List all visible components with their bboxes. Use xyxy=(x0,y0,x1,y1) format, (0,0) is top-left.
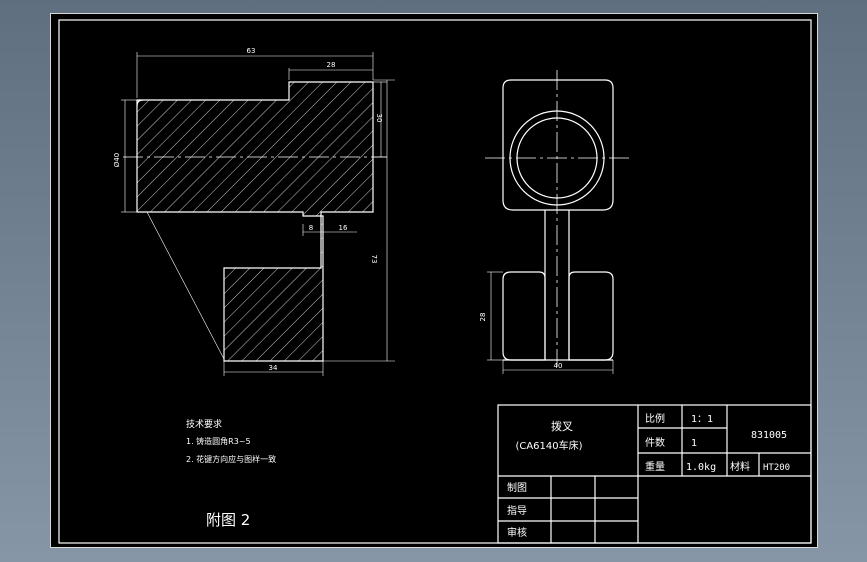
notes-line-2: 2. 花键方向应与图样一致 xyxy=(186,454,276,464)
material-value: HT200 xyxy=(763,463,790,473)
title-block-frame xyxy=(497,404,812,544)
reviewed-by-label: 审核 xyxy=(507,526,527,539)
side-outline-lower xyxy=(568,271,614,361)
guided-by-label: 指导 xyxy=(507,504,527,517)
scale-value: 1：1 xyxy=(691,414,713,425)
dim-dia-40: Ø40 xyxy=(113,153,121,167)
dim-30: 30 xyxy=(375,114,383,123)
dim-8: 8 xyxy=(309,224,313,232)
weight-value: 1.0kg xyxy=(686,462,716,473)
weight-label: 重量 xyxy=(645,460,665,473)
quantity-label: 件数 xyxy=(645,436,665,449)
dim-16: 16 xyxy=(339,224,348,232)
figure-label: 附图 2 xyxy=(206,511,250,529)
notes-heading: 技术要求 xyxy=(186,418,222,430)
part-name: 拨叉 xyxy=(551,419,573,433)
section-view: 63 28 30 73 Ø40 8 16 34 xyxy=(113,47,395,376)
side-view: 28 40 xyxy=(479,70,629,374)
dim-28: 28 xyxy=(327,61,336,69)
drawing-canvas: 63 28 30 73 Ø40 8 16 34 xyxy=(58,19,812,544)
drawing-frame xyxy=(58,19,812,544)
dim-34: 34 xyxy=(269,364,278,372)
scale-label: 比例 xyxy=(645,412,665,425)
section-outline xyxy=(136,81,374,362)
machine-name: (CA6140车床) xyxy=(515,439,582,452)
dim-28-side: 28 xyxy=(479,313,487,322)
drawn-by-label: 制图 xyxy=(507,481,527,494)
drawing-sheet: 63 28 30 73 Ø40 8 16 34 xyxy=(50,13,818,548)
dim-63: 63 xyxy=(247,47,256,55)
side-outline-lower xyxy=(502,271,546,361)
fillet-line xyxy=(136,99,144,107)
quantity-value: 1 xyxy=(691,438,697,449)
material-label: 材料 xyxy=(730,460,750,473)
extension-line xyxy=(146,211,225,360)
dim-73: 73 xyxy=(370,255,378,264)
drawing-number: 831005 xyxy=(751,430,787,441)
side-outline-upper xyxy=(502,79,614,211)
notes-line-1: 1. 铸造圆角R3~5 xyxy=(186,436,251,446)
technical-notes: 技术要求 1. 铸造圆角R3~5 2. 花键方向应与图样一致 xyxy=(186,418,276,464)
title-block: 拨叉 (CA6140车床) 比例 1：1 件数 1 重量 1.0kg 材料 HT… xyxy=(497,404,812,544)
dim-40: 40 xyxy=(554,362,563,370)
